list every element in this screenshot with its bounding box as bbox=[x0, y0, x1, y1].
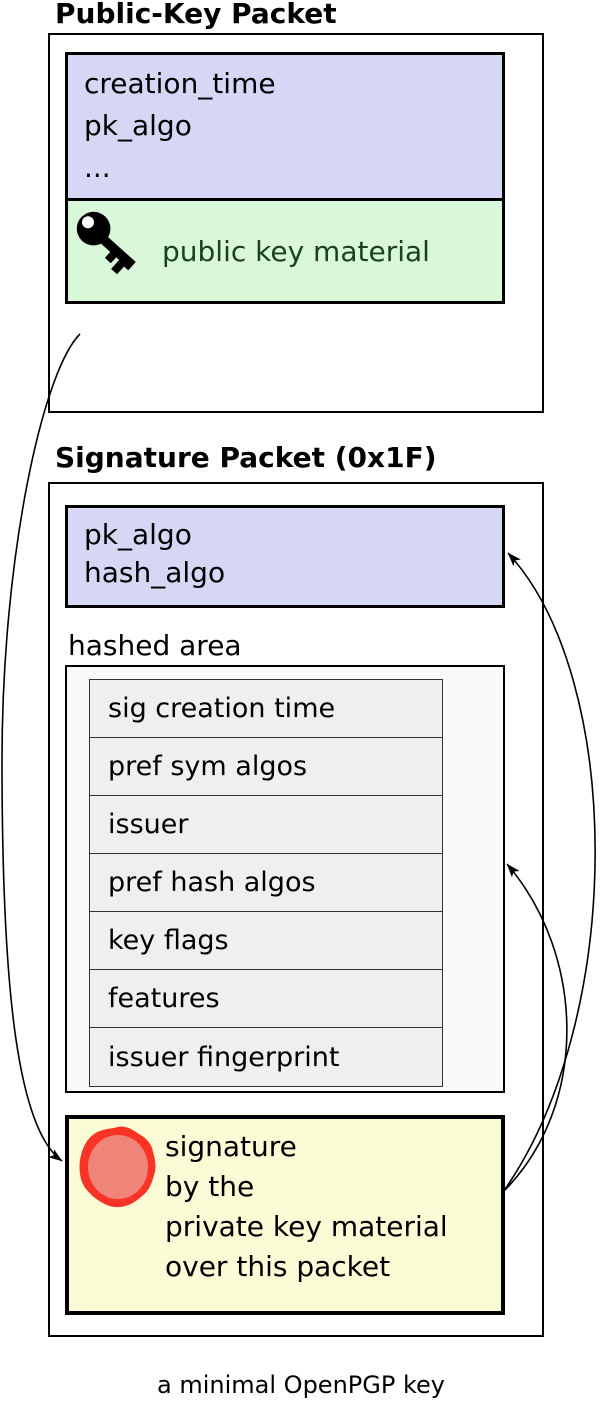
seal-icon bbox=[78, 1125, 158, 1209]
field-creation-time: creation_time bbox=[84, 67, 276, 100]
hashed-area-label: hashed area bbox=[68, 629, 242, 662]
hashed-area-box: sig creation time pref sym algos issuer … bbox=[65, 665, 505, 1093]
signature-line: signature bbox=[165, 1130, 297, 1163]
diagram-caption: a minimal OpenPGP key bbox=[157, 1371, 445, 1399]
field-pk-algo: pk_algo bbox=[84, 109, 192, 142]
public-key-material-box: public key material bbox=[68, 201, 502, 301]
public-key-metadata-fields: creation_time pk_algo ... bbox=[68, 55, 502, 201]
signature-line: over this packet bbox=[165, 1250, 391, 1283]
subpacket-row: key flags bbox=[90, 912, 442, 970]
subpacket-row: sig creation time bbox=[90, 680, 442, 738]
public-key-packet-title: Public-Key Packet bbox=[55, 0, 337, 30]
subpacket-row: issuer bbox=[90, 796, 442, 854]
signature-value-box: signature by the private key material ov… bbox=[65, 1115, 505, 1315]
subpacket-row: features bbox=[90, 970, 442, 1028]
subpacket-row: pref sym algos bbox=[90, 738, 442, 796]
field-ellipsis: ... bbox=[84, 151, 111, 184]
public-key-material-label: public key material bbox=[162, 234, 430, 268]
signature-description: signature by the private key material ov… bbox=[165, 1127, 448, 1287]
signature-line: by the bbox=[165, 1170, 255, 1203]
field-sig-pk-algo: pk_algo bbox=[84, 518, 192, 551]
subpacket-table: sig creation time pref sym algos issuer … bbox=[89, 679, 443, 1087]
public-key-inner-box: creation_time pk_algo ... public key mat… bbox=[65, 52, 505, 304]
signature-metadata-box: pk_algo hash_algo bbox=[65, 505, 505, 608]
key-icon bbox=[76, 203, 148, 299]
signature-packet-title: Signature Packet (0x1F) bbox=[55, 441, 437, 474]
subpacket-row: pref hash algos bbox=[90, 854, 442, 912]
field-sig-hash-algo: hash_algo bbox=[84, 556, 226, 589]
signature-line: private key material bbox=[165, 1210, 448, 1243]
subpacket-row: issuer fingerprint bbox=[108, 1041, 340, 1073]
